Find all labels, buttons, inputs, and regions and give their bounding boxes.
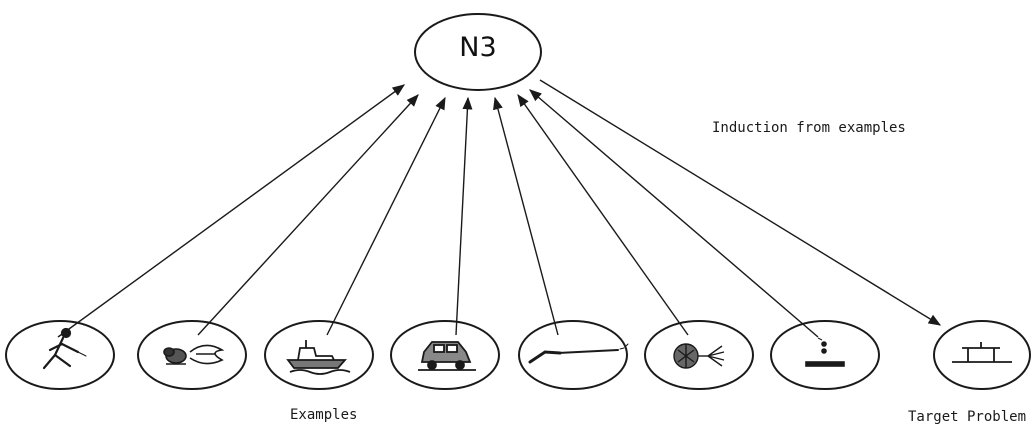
dot-over-line-icon [805, 337, 845, 367]
edge-6 [517, 93, 689, 336]
example-node-2 [137, 320, 247, 390]
boat-icon [286, 340, 351, 375]
sprinter-icon [42, 327, 87, 370]
target-problem-label: Target Problem [908, 409, 1027, 425]
example-node-1 [5, 320, 115, 390]
target-node [933, 320, 1031, 390]
edge-1 [57, 84, 406, 338]
edge-5 [493, 96, 559, 336]
balloon-icon [673, 343, 725, 369]
induction-caption: Induction from examples [712, 120, 906, 136]
example-node-3 [264, 320, 374, 390]
root-node-label: N3 [459, 32, 497, 63]
example-node-5 [518, 320, 629, 390]
edge-3 [326, 96, 446, 336]
table-icon [952, 342, 1012, 363]
car-icon [418, 341, 476, 371]
example-node-6 [644, 320, 754, 390]
examples-label: Examples [290, 407, 358, 423]
example-node-4 [390, 320, 500, 390]
edge-4 [455, 96, 473, 336]
root-node [414, 13, 542, 91]
edges [57, 79, 942, 338]
rifle-icon [528, 343, 629, 364]
example-node-7 [770, 320, 880, 390]
edge-8 [539, 79, 942, 326]
edge-7 [529, 89, 819, 338]
animal-swarm-icon [163, 344, 225, 365]
edge-2 [197, 94, 419, 336]
